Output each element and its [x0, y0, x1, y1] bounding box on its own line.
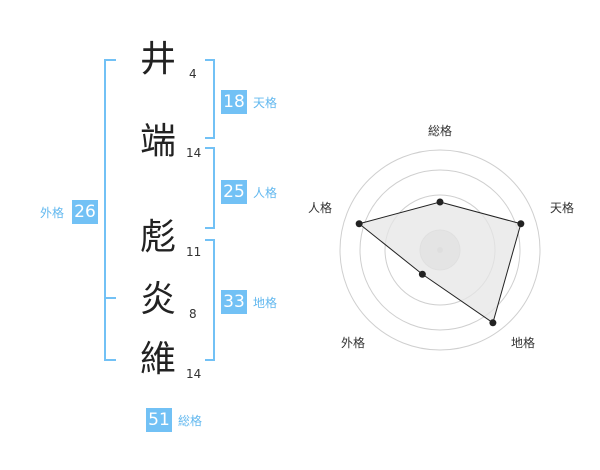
radar-points [355, 198, 525, 327]
soukaku-label: 総格 [178, 414, 203, 428]
radar-shape [358, 201, 522, 324]
radar-point-2 [517, 220, 525, 228]
radar-chart [339, 149, 541, 351]
radar-label-gaikaku: 外格 [341, 336, 366, 350]
gaikaku-value-badge: 26 [72, 200, 98, 224]
chikaku-value-badge: 33 [221, 290, 247, 314]
radar-point-1 [436, 198, 444, 206]
radar-label-jinkaku: 人格 [308, 201, 333, 215]
chikaku-label: 地格 [253, 296, 278, 310]
stroke-count-5: 14 [186, 367, 202, 381]
name-char-3: 彪 [140, 217, 177, 258]
bracket-lines [104, 59, 215, 361]
stroke-count-2: 14 [186, 146, 202, 160]
radar-point-4 [418, 270, 426, 278]
radar-ring [339, 149, 541, 351]
radar-point-3 [489, 319, 497, 327]
jinkaku-value-badge: 25 [221, 180, 247, 204]
radar-ring [359, 169, 521, 331]
stroke-count-3: 11 [186, 245, 202, 259]
name-char-1: 井 [140, 39, 177, 80]
stroke-count-4: 8 [189, 307, 197, 321]
stroke-count-1: 4 [189, 67, 197, 81]
tenkaku-label: 天格 [253, 96, 278, 110]
jinkaku-label: 人格 [253, 186, 278, 200]
name-char-2: 端 [140, 121, 177, 162]
radar-label-soukaku: 総格 [428, 124, 453, 138]
name-char-5: 維 [140, 339, 177, 380]
tenkaku-value-badge: 18 [221, 90, 247, 114]
name-char-4: 炎 [140, 279, 177, 320]
gaikaku-label: 外格 [40, 206, 65, 220]
radar-point-5 [355, 220, 363, 228]
radar-label-chikaku: 地格 [511, 336, 536, 350]
soukaku-value-badge: 51 [146, 408, 172, 432]
radar-label-tenkaku: 天格 [550, 201, 575, 215]
